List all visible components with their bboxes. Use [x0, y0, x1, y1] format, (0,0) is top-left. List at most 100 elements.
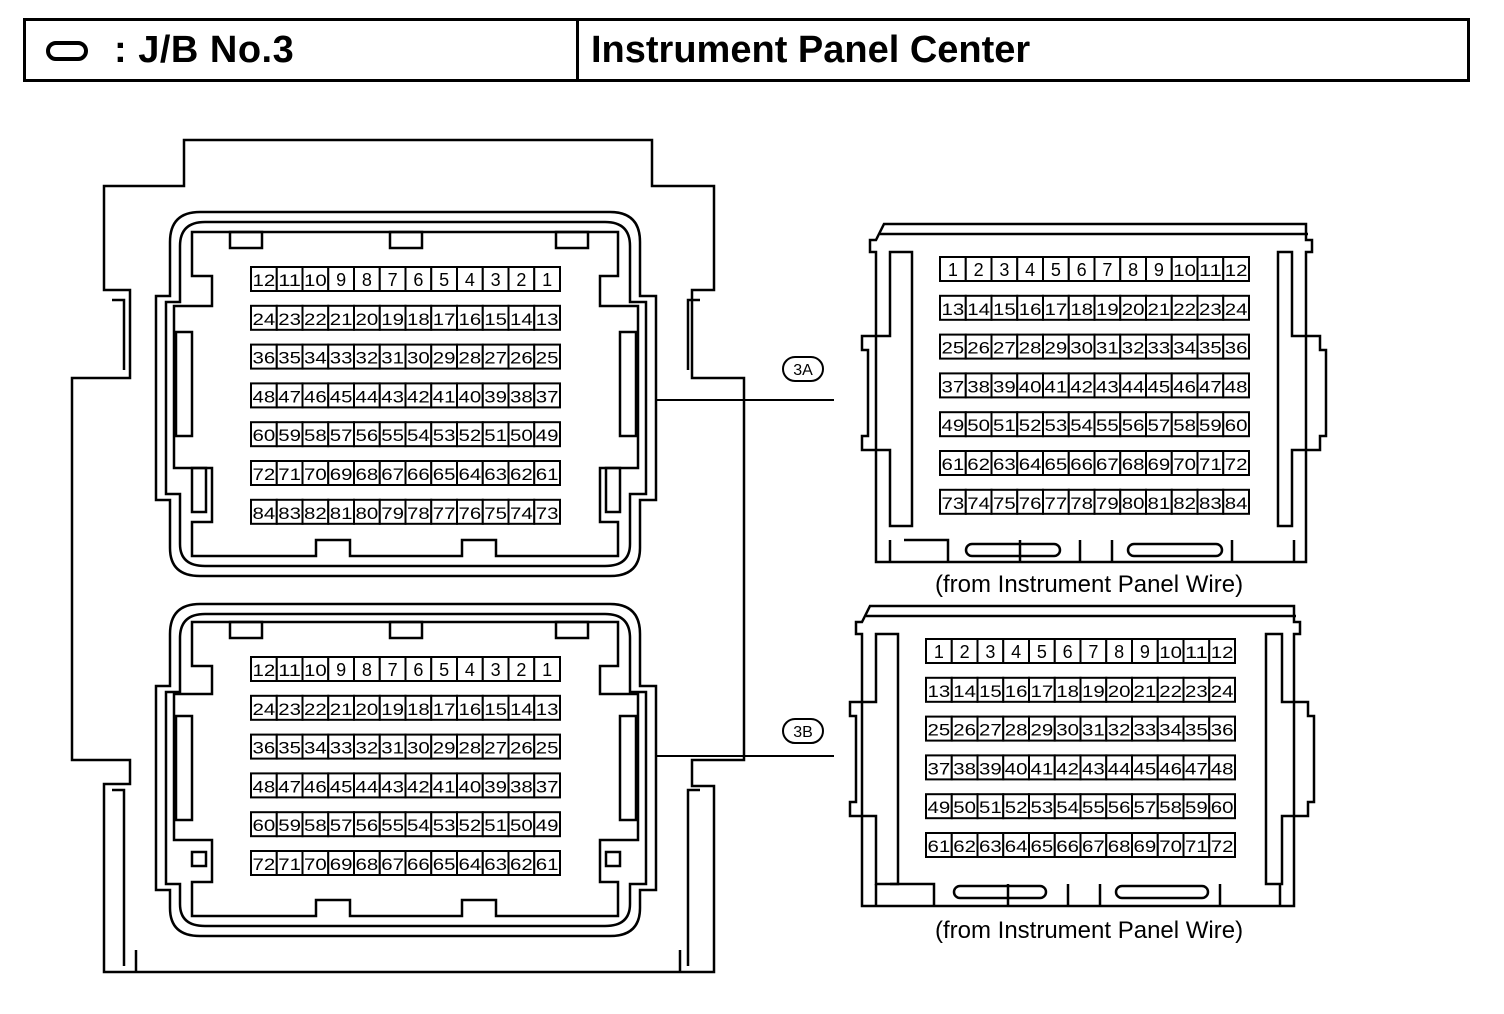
pin-cell [1105, 676, 1133, 703]
pin-number: 32 [1108, 721, 1131, 740]
pin-number: 73 [942, 494, 965, 513]
pin-cell [378, 421, 407, 448]
pin-cell [430, 343, 458, 370]
pin-cell [533, 343, 561, 370]
pin-cell [1222, 450, 1250, 476]
pin-cell [1131, 676, 1159, 703]
pin-cell [1079, 832, 1108, 858]
pin-number: 71 [278, 465, 301, 484]
pin-number: 27 [979, 721, 1002, 740]
pin-number: 65 [433, 465, 456, 484]
pin-number: 41 [433, 777, 456, 796]
pin-cell [1053, 638, 1082, 664]
pin-number: 61 [928, 837, 951, 856]
pin-number: 46 [1173, 377, 1196, 396]
pin-number: 6 [1063, 642, 1073, 662]
pin-number: 24 [253, 700, 276, 719]
pin-cell [481, 811, 510, 838]
pin-number: 11 [278, 271, 301, 290]
pin-number: 69 [330, 465, 353, 484]
pin-number: 5 [1037, 642, 1047, 662]
pin-number: 13 [928, 682, 951, 701]
label-3b-text: 3B [793, 724, 813, 741]
pin-number: 63 [993, 455, 1016, 474]
pin-number: 34 [304, 739, 327, 758]
pin-number: 9 [1140, 642, 1150, 662]
pin-number: 35 [278, 349, 301, 368]
pin-number: 23 [1185, 682, 1208, 701]
pin-number: 60 [1211, 798, 1234, 817]
pin-number: 66 [1070, 455, 1093, 474]
pin-cell [1119, 450, 1147, 476]
pin-number: 5 [439, 270, 449, 290]
pin-cell [404, 850, 433, 876]
pin-number: 63 [484, 855, 507, 874]
pin-cell [1053, 832, 1082, 858]
pin-number: 69 [1148, 455, 1171, 474]
pin-number: 16 [1019, 300, 1042, 319]
pin-number: 72 [1225, 455, 1248, 474]
pin-cell [327, 421, 355, 448]
pin-number: 52 [1005, 798, 1028, 817]
pin-cell [1222, 488, 1250, 515]
pin-number: 50 [510, 816, 533, 835]
pin-cell [275, 656, 304, 682]
pin-number: 59 [278, 426, 301, 445]
pin-number: 46 [304, 777, 327, 796]
pin-cell [481, 343, 510, 370]
pin-number: 50 [953, 798, 976, 817]
pin-number: 50 [967, 416, 990, 435]
pin-number: 6 [413, 270, 423, 290]
pin-number: 45 [1148, 377, 1171, 396]
caption-3b: (from Instrument Panel Wire) [935, 917, 1244, 944]
pin-number: 11 [1185, 643, 1208, 662]
pin-cell [353, 266, 381, 292]
pin-number: 30 [407, 739, 430, 758]
pin-number: 37 [928, 759, 951, 778]
pin-number: 13 [536, 700, 559, 719]
pin-number: 12 [1211, 643, 1234, 662]
pin-number: 42 [407, 777, 430, 796]
pin-number: 19 [381, 310, 404, 329]
pin-number: 67 [1082, 837, 1105, 856]
pin-number: 21 [1134, 682, 1157, 701]
pin-number: 49 [536, 816, 559, 835]
pin-number: 71 [1199, 455, 1222, 474]
pin-number: 51 [979, 798, 1002, 817]
pin-number: 73 [536, 504, 559, 523]
pin-number: 31 [381, 349, 404, 368]
pin-cell [533, 811, 561, 838]
pin-number: 28 [1005, 721, 1028, 740]
pin-number: 83 [278, 504, 301, 523]
pin-number: 33 [330, 349, 353, 368]
pin-number: 29 [433, 349, 456, 368]
pin-cell [1182, 638, 1211, 664]
pin-cell [378, 382, 407, 409]
pin-cell [1145, 372, 1173, 399]
jb-label: : J/B No.3 [114, 29, 295, 71]
pin-number: 19 [1096, 300, 1119, 319]
socket-3a-outline [154, 210, 658, 578]
pin-number: 25 [536, 739, 559, 758]
pin-cell [1016, 294, 1044, 321]
pin-number: 38 [967, 377, 990, 396]
pin-cell [1196, 333, 1225, 360]
pin-cell [533, 304, 561, 331]
pin-cell [1079, 638, 1108, 664]
pin-number: 42 [1070, 377, 1093, 396]
pin-cell [950, 676, 979, 703]
pin-number: 20 [1122, 300, 1145, 319]
pin-number: 32 [1122, 339, 1145, 358]
pin-cell [990, 333, 1019, 360]
pin-number: 57 [1148, 416, 1171, 435]
pin-cell [1145, 450, 1173, 476]
pin-number: 9 [336, 270, 346, 290]
pin-number: 4 [1025, 260, 1035, 280]
pin-number: 52 [459, 816, 482, 835]
pin-number: 17 [1045, 300, 1068, 319]
